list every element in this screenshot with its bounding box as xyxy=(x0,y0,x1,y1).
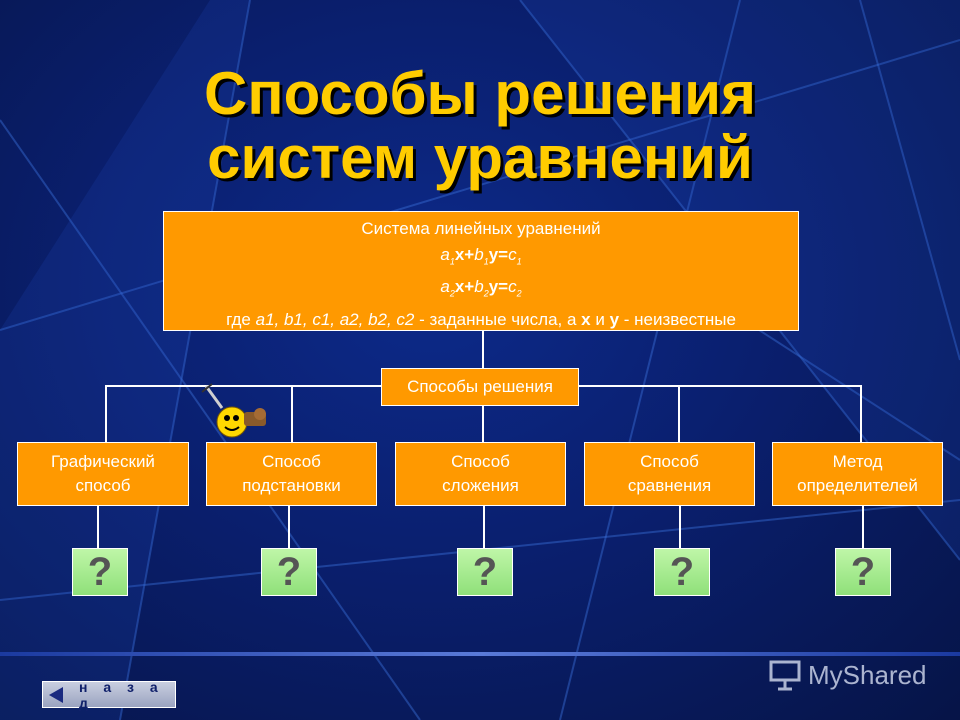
equation-note: где a1, b1, c1, a2, b2, c2 - заданные чи… xyxy=(226,309,736,329)
system-of-equations-box: Система линейных уравнений a1x+b1y=c1 a2… xyxy=(163,211,799,331)
title-line-2: систем уравнений xyxy=(207,124,753,191)
watermark: MyShared xyxy=(768,658,927,692)
connector-to-method-4 xyxy=(678,385,680,442)
connector-to-method-1 xyxy=(105,385,107,442)
question-button-determinants[interactable]: ? xyxy=(835,548,891,596)
back-button[interactable]: н а з а д xyxy=(42,679,176,711)
connector-vertical-top xyxy=(482,331,484,368)
presentation-icon xyxy=(769,660,801,691)
equation-1: a1x+b1y=c1 xyxy=(440,245,522,267)
smiley-mascot-icon xyxy=(201,383,266,438)
question-button-substitution[interactable]: ? xyxy=(261,548,317,596)
methods-label: Способы решения xyxy=(381,368,579,406)
coefficients-list: a1, b1, c1, a2, b2, c2 xyxy=(255,309,415,329)
equation-2: a2x+b2y=c2 xyxy=(440,277,522,299)
connector-q3 xyxy=(483,506,485,548)
slide-title: Способы решения систем уравнений xyxy=(0,62,960,190)
question-button-addition[interactable]: ? xyxy=(457,548,513,596)
footer-divider xyxy=(0,652,960,656)
connector-center-down xyxy=(482,406,484,442)
connector-q5 xyxy=(862,506,864,548)
connector-to-method-5 xyxy=(860,385,862,442)
question-button-graphical[interactable]: ? xyxy=(72,548,128,596)
title-line-1: Способы решения xyxy=(204,60,756,127)
connector-to-method-2 xyxy=(291,385,293,442)
connector-q1 xyxy=(97,506,99,548)
back-arrow-icon xyxy=(49,686,63,703)
connector-q2 xyxy=(288,506,290,548)
connector-q4 xyxy=(679,506,681,548)
system-heading: Система линейных уравнений xyxy=(361,219,601,238)
question-button-comparison[interactable]: ? xyxy=(654,548,710,596)
